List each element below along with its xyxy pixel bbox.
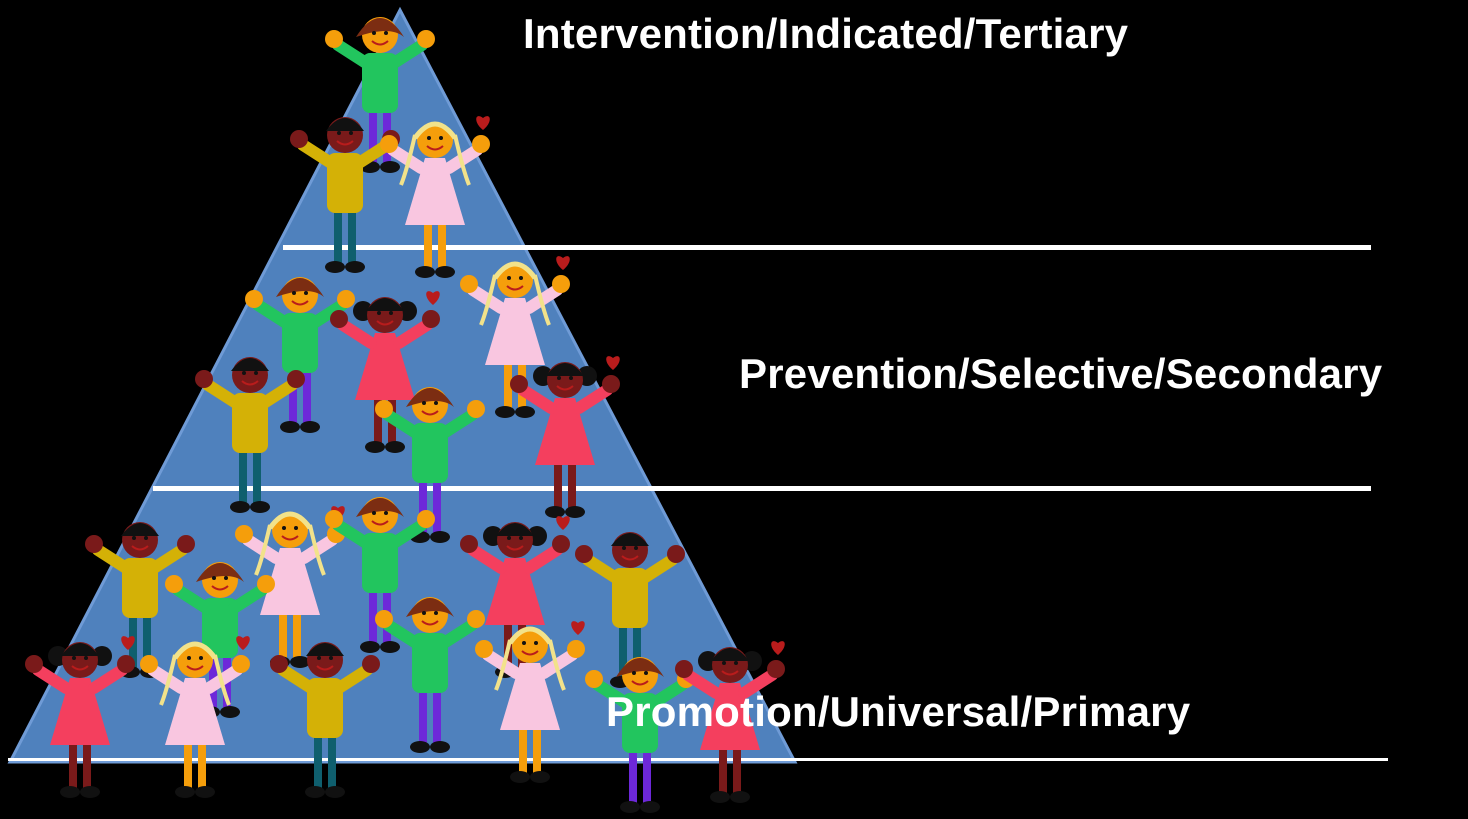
child-figure-icon [165, 562, 275, 718]
tier-label-promotion: Promotion/Universal/Primary [606, 688, 1191, 735]
child-figure-icon [270, 642, 380, 798]
heart-icon [571, 621, 585, 635]
divider-top [283, 245, 1371, 250]
heart-icon [606, 356, 620, 370]
heart-icon [556, 256, 570, 270]
heart-icon [556, 516, 570, 530]
heart-icon [476, 116, 490, 130]
child-figure-icon [675, 641, 785, 803]
tier-label-intervention: Intervention/Indicated/Tertiary [523, 10, 1129, 57]
child-figure-icon [195, 357, 305, 513]
child-figure-icon [510, 356, 620, 518]
heart-icon [236, 636, 250, 650]
child-figure-icon [330, 291, 440, 453]
divider-bottom [8, 758, 1388, 761]
heart-icon [426, 291, 440, 305]
heart-icon [771, 641, 785, 655]
child-figure-icon [475, 621, 585, 783]
child-figure-icon [375, 387, 485, 543]
tier-label-prevention: Prevention/Selective/Secondary [739, 350, 1383, 397]
child-figure-icon [325, 497, 435, 653]
child-figure-icon [290, 117, 400, 273]
child-figure-icon [460, 256, 570, 418]
heart-icon [121, 636, 135, 650]
child-figure-icon [140, 636, 250, 798]
child-figure-icon [25, 636, 135, 798]
child-figure-icon [235, 506, 345, 668]
divider-middle [153, 486, 1371, 491]
child-figure-icon [380, 116, 490, 278]
child-figure-icon [325, 17, 435, 173]
child-figure-icon [375, 597, 485, 753]
child-figure-icon [585, 657, 695, 813]
